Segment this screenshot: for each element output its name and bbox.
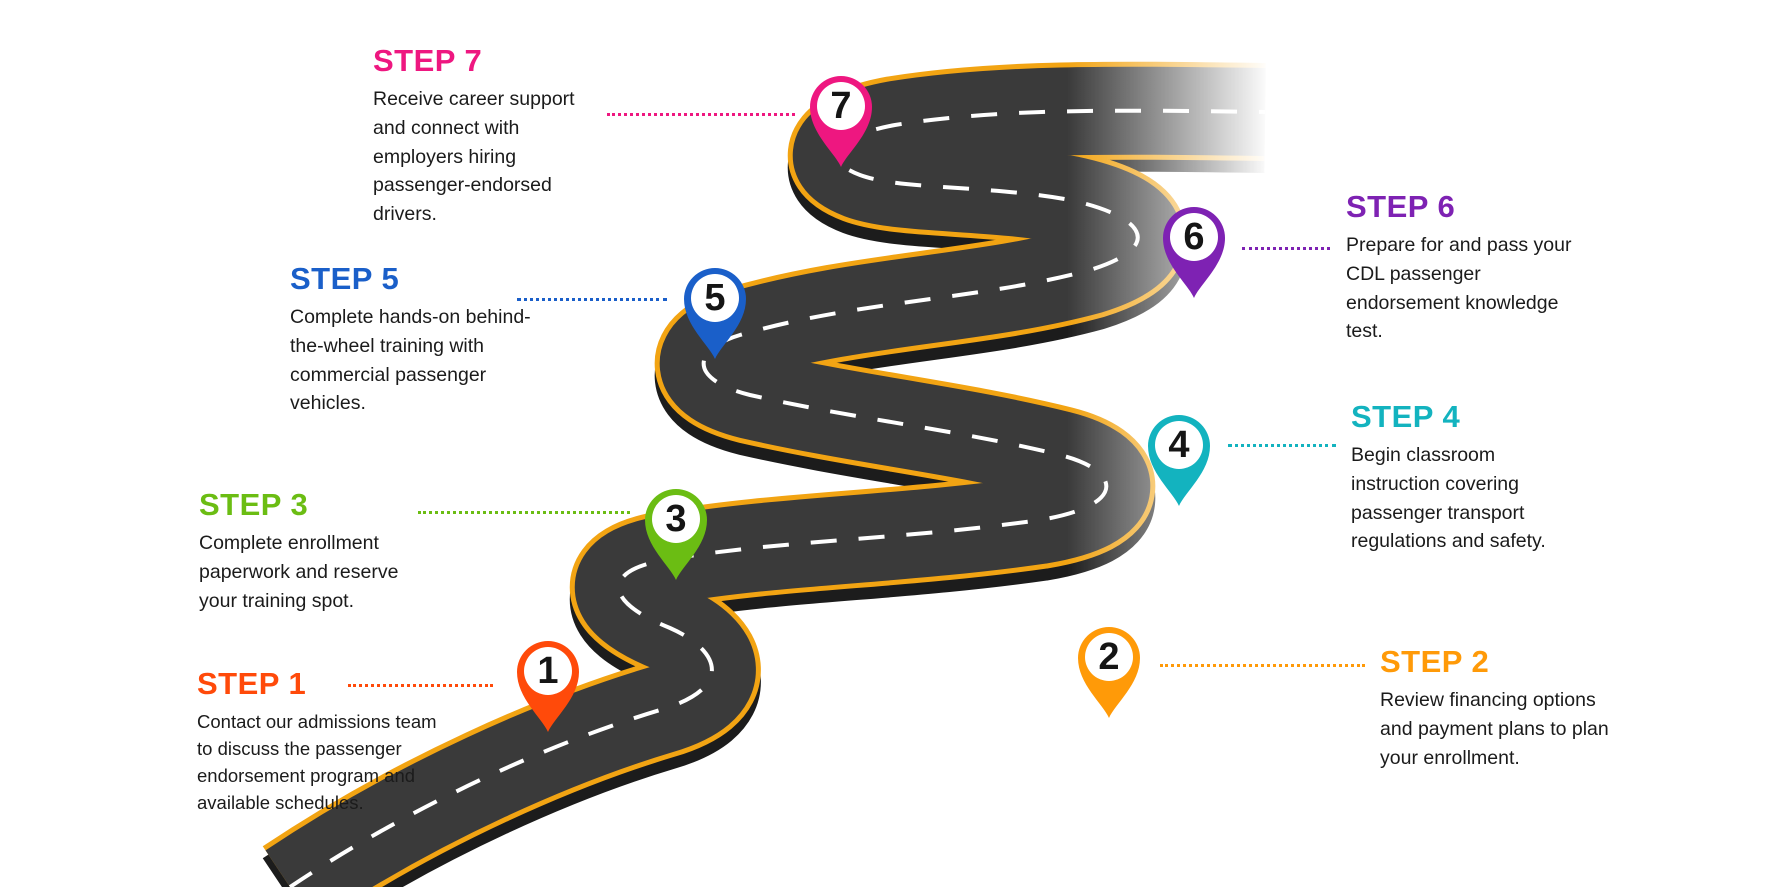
- step-3-marker[interactable]: 3: [641, 484, 711, 580]
- step-1-title: STEP 1: [197, 666, 307, 701]
- step-2-connector: [1160, 664, 1365, 667]
- step-3-block: STEP 3 Complete enrollment paperwork and…: [199, 487, 439, 615]
- step-7-connector: [607, 113, 795, 116]
- step-6-marker[interactable]: 6: [1159, 202, 1229, 298]
- step-3-connector: [418, 511, 630, 514]
- step-7-block: STEP 7 Receive career support and connec…: [373, 43, 623, 229]
- step-5-number: 5: [704, 277, 726, 319]
- map-pin-icon: [1148, 415, 1210, 506]
- step-4-connector: [1228, 444, 1336, 447]
- map-pin-icon: [517, 641, 579, 732]
- map-pin-icon: [645, 489, 707, 580]
- step-2-marker[interactable]: 2: [1074, 622, 1144, 718]
- step-3-number: 3: [665, 498, 687, 540]
- step-5-title: STEP 5: [290, 261, 400, 296]
- step-7-marker[interactable]: 7: [806, 71, 876, 167]
- step-1-marker[interactable]: 1: [513, 636, 583, 732]
- step-6-number: 6: [1183, 216, 1205, 258]
- step-4-marker[interactable]: 4: [1144, 410, 1214, 506]
- step-6-description: Prepare for and pass your CDL passenger …: [1346, 234, 1572, 343]
- step-1-number: 1: [537, 650, 559, 692]
- step-1-description: Contact our admissions team to discuss t…: [197, 711, 437, 813]
- step-6-connector: [1242, 247, 1330, 250]
- step-6-title: STEP 6: [1346, 189, 1456, 224]
- map-pin-icon: [1163, 207, 1225, 298]
- step-7-title: STEP 7: [373, 43, 483, 78]
- step-4-block: STEP 4 Begin classroom instruction cover…: [1351, 399, 1591, 556]
- step-5-block: STEP 5 Complete hands-on behind-the-whee…: [290, 261, 550, 418]
- road-center-dashes: [288, 108, 1266, 887]
- step-6-block: STEP 6 Prepare for and pass your CDL pas…: [1346, 189, 1606, 346]
- step-4-description: Begin classroom instruction covering pas…: [1351, 444, 1546, 553]
- step-5-connector: [517, 298, 667, 301]
- step-1-block: STEP 1 Contact our admissions team to di…: [197, 666, 457, 816]
- step-5-description: Complete hands-on behind-the-wheel train…: [290, 306, 531, 415]
- step-2-description: Review financing options and payment pla…: [1380, 689, 1609, 769]
- map-pin-icon: [684, 268, 746, 359]
- step-2-number: 2: [1098, 636, 1120, 678]
- step-4-number: 4: [1168, 424, 1190, 466]
- step-7-number: 7: [830, 85, 852, 127]
- step-4-title: STEP 4: [1351, 399, 1461, 434]
- step-2-title: STEP 2: [1380, 644, 1490, 679]
- step-1-connector: [348, 684, 493, 687]
- map-pin-icon: [1078, 627, 1140, 718]
- step-2-block: STEP 2 Review financing options and paym…: [1380, 644, 1640, 772]
- map-pin-icon: [810, 76, 872, 167]
- step-3-description: Complete enrollment paperwork and reserv…: [199, 532, 399, 612]
- step-5-marker[interactable]: 5: [680, 263, 750, 359]
- step-3-title: STEP 3: [199, 487, 309, 522]
- step-7-description: Receive career support and connect with …: [373, 88, 575, 226]
